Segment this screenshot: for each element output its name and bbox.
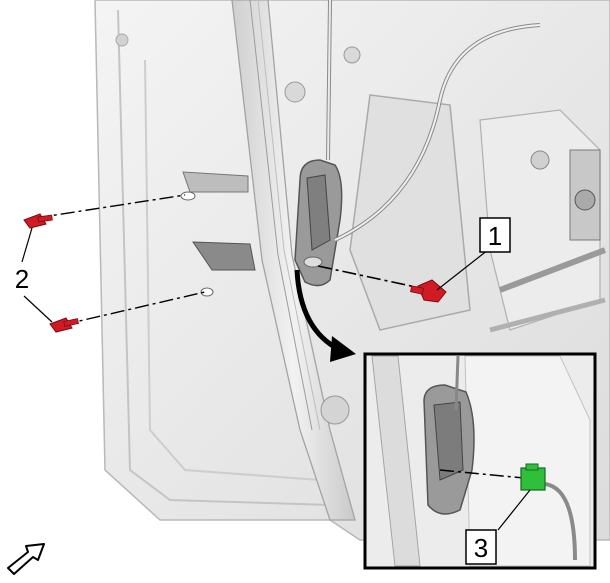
detail-inset: [363, 352, 597, 570]
fastener-2-lower: [49, 291, 206, 333]
svg-text:1: 1: [488, 221, 502, 251]
front-direction-arrow-icon: [7, 543, 45, 575]
callout-3: 3: [465, 529, 497, 565]
detail-pointer-arrow: [294, 269, 356, 362]
upper-hinge-bracket: [180, 171, 249, 201]
door-inner-structure: [284, 46, 607, 425]
callout-1: 1: [479, 217, 511, 253]
callout-2: 2: [15, 264, 29, 294]
door-seal-strip: [231, 0, 356, 521]
lower-hinge-bracket: [192, 241, 256, 297]
svg-text:3: 3: [474, 533, 488, 563]
wire-harness: [326, 0, 541, 242]
fastener-1: [317, 265, 447, 303]
fastener-2-upper: [23, 194, 186, 229]
harness-grommet: [294, 159, 343, 287]
